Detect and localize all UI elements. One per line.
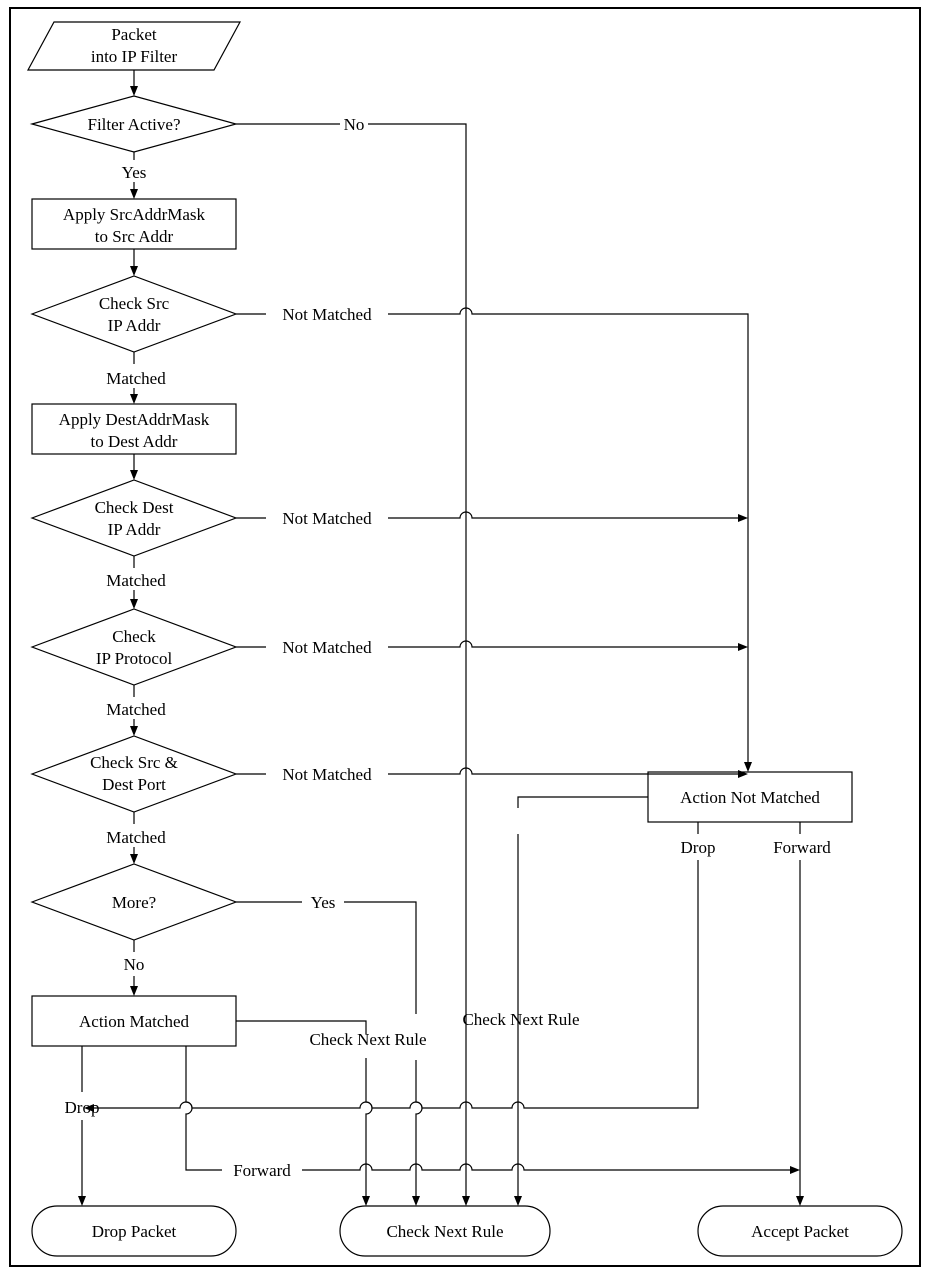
edge-label-no-more: No: [124, 955, 145, 974]
edge-label-check-next-rule-not-matched: Check Next Rule: [462, 1010, 579, 1029]
check-dest-ip-decision: [30, 479, 238, 557]
edge-label-check-next-rule-matched: Check Next Rule: [309, 1030, 426, 1049]
action-not-matched-next-rule-connector: [514, 796, 648, 1206]
edge-label-drop-matched: Drop: [65, 1098, 100, 1117]
check-protocol-line1: Check: [112, 627, 156, 646]
action-not-matched-drop-connector: [84, 822, 699, 1112]
edge-label-not-matched-dest: Not Matched: [282, 509, 372, 528]
filter-inactive-connector: [236, 123, 470, 1206]
check-src-ip-line2: IP Addr: [108, 316, 161, 335]
start-label-line1: Packet: [111, 25, 157, 44]
edge-label-not-matched-ports: Not Matched: [282, 765, 372, 784]
check-dest-ip-line1: Check Dest: [95, 498, 174, 517]
action-not-matched-forward-connector: [796, 822, 804, 1206]
edge-label-yes-more: Yes: [311, 893, 336, 912]
action-matched-drop-connector: [78, 1046, 86, 1206]
edge-label-no-filter: No: [344, 115, 365, 134]
apply-src-mask-process: [31, 198, 237, 250]
apply-src-mask-line1: Apply SrcAddrMask: [63, 205, 206, 224]
check-ports-line2: Dest Port: [102, 775, 166, 794]
check-protocol-line2: IP Protocol: [96, 649, 173, 668]
action-matched-label: Action Matched: [79, 1012, 189, 1031]
start-label-line2: into IP Filter: [91, 47, 178, 66]
edge-label-forward-not-matched: Forward: [773, 838, 831, 857]
main-flow-connectors: [130, 70, 138, 996]
check-src-ip-line1: Check Src: [99, 294, 170, 313]
more-label: More?: [112, 893, 156, 912]
edge-label-matched-src: Matched: [106, 369, 166, 388]
action-not-matched-label: Action Not Matched: [680, 788, 820, 807]
not-matched-connectors: [236, 307, 752, 778]
apply-dest-mask-line2: to Dest Addr: [91, 432, 178, 451]
start-packet-node: [26, 21, 242, 71]
edge-label-forward-matched: Forward: [233, 1161, 291, 1180]
drop-packet-terminal: [31, 1205, 237, 1257]
check-src-ip-decision: [30, 275, 238, 353]
edge-label-not-matched-src: Not Matched: [282, 305, 372, 324]
apply-src-mask-line2: to Src Addr: [95, 227, 174, 246]
edge-label-matched-dest: Matched: [106, 571, 166, 590]
edge-label-yes-filter: Yes: [122, 163, 147, 182]
check-dest-ip-line2: IP Addr: [108, 520, 161, 539]
apply-dest-mask-process: [31, 403, 237, 455]
accept-packet-label: Accept Packet: [751, 1222, 849, 1241]
apply-dest-mask-line1: Apply DestAddrMask: [59, 410, 210, 429]
filter-active-label: Filter Active?: [87, 115, 180, 134]
action-not-matched-process: [647, 771, 853, 823]
check-next-rule-label: Check Next Rule: [386, 1222, 503, 1241]
diagram-border: [9, 7, 921, 1267]
edge-label-matched-ports: Matched: [106, 828, 166, 847]
action-matched-forward-connector: [185, 1046, 800, 1174]
edge-label-drop-not-matched: Drop: [681, 838, 716, 857]
drop-packet-label: Drop Packet: [92, 1222, 177, 1241]
edge-label-matched-protocol: Matched: [106, 700, 166, 719]
check-protocol-decision: [30, 608, 238, 686]
check-next-rule-terminal: [339, 1205, 551, 1257]
check-ports-decision: [30, 735, 238, 813]
check-ports-line1: Check Src &: [90, 753, 178, 772]
edge-label-not-matched-protocol: Not Matched: [282, 638, 372, 657]
